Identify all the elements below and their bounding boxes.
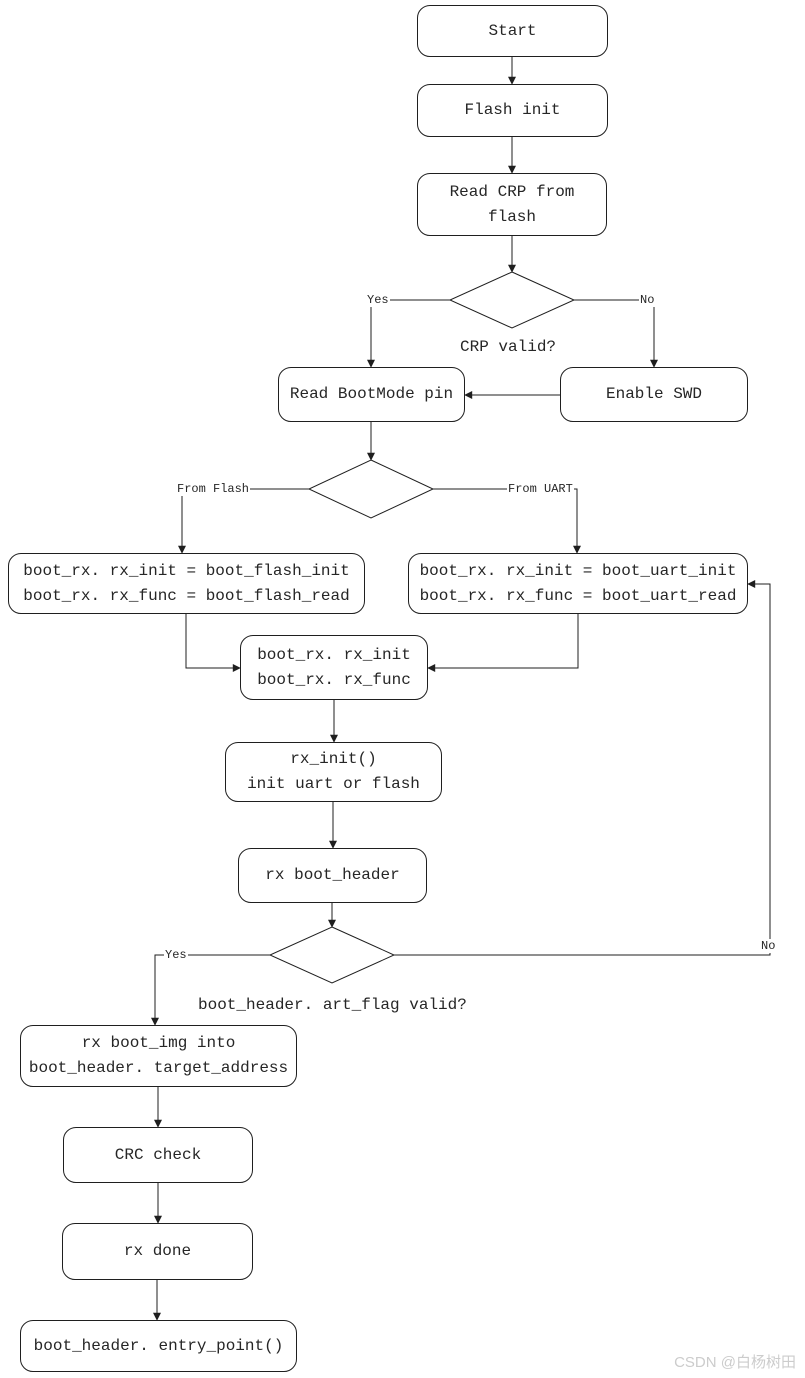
- node-set-uart-handlers-line1: boot_rx. rx_init = boot_uart_init: [419, 561, 737, 580]
- node-read-crp: Read CRP from flash: [417, 173, 607, 236]
- node-rx-boot-header: rx boot_header: [238, 848, 427, 903]
- node-rx-init-line2: init uart or flash: [247, 775, 420, 793]
- edge-art-flag-yes-to-rx-boot-img: [151, 954, 270, 1026]
- node-rx-boot-img: rx boot_img into boot_header. target_add…: [20, 1025, 297, 1087]
- node-set-flash-handlers-line1: boot_rx. rx_init = boot_flash_init: [23, 561, 350, 580]
- node-read-crp-line2: flash: [487, 207, 536, 226]
- node-set-uart-handlers-line2: boot_rx. rx_func = boot_uart_read: [419, 586, 737, 605]
- node-read-crp-line1: Read CRP from: [449, 182, 575, 201]
- csdn-watermark: CSDN @白杨树田: [674, 1354, 796, 1371]
- node-boot-rx-line2: boot_rx. rx_func: [257, 670, 411, 689]
- node-crc-check-label: CRC check: [114, 1145, 202, 1164]
- node-enable-swd: Enable SWD: [560, 367, 748, 422]
- node-set-uart-handlers: boot_rx. rx_init = boot_uart_init boot_r…: [408, 553, 748, 614]
- bootmode-from-flash-label: From Flash: [176, 482, 251, 496]
- crp-valid-no-label: No: [639, 293, 656, 307]
- node-rx-done-label: rx done: [123, 1242, 192, 1261]
- crp-valid-yes-label: Yes: [366, 293, 390, 307]
- edge-flash-handlers-to-boot-rx: [185, 614, 241, 672]
- node-start: Start: [417, 5, 608, 57]
- node-rx-init-line1: rx_init(): [290, 750, 377, 769]
- edge-uart-handlers-to-boot-rx: [427, 614, 579, 672]
- node-rx-boot-header-label: rx boot_header: [265, 866, 400, 885]
- decision-crp-valid-diamond: [448, 271, 576, 329]
- decision-bootmode-diamond: [307, 459, 435, 519]
- node-enable-swd-label: Enable SWD: [605, 385, 702, 404]
- decision-art-flag-diamond: [268, 926, 396, 984]
- edge-crp-valid-yes-to-read-bootmode: [367, 299, 450, 368]
- edge-art-flag-no-loop-to-uart-handlers: [394, 580, 771, 956]
- crp-valid-question: CRP valid?: [460, 338, 557, 356]
- node-flash-init: Flash init: [417, 84, 608, 137]
- node-entry-point-label: boot_header. entry_point(): [33, 1336, 284, 1355]
- node-rx-done: rx done: [62, 1223, 253, 1280]
- node-start-label: Start: [488, 21, 537, 40]
- node-boot-rx-line1: boot_rx. rx_init: [257, 645, 411, 664]
- art-flag-question: boot_header. art_flag valid?: [198, 996, 467, 1014]
- node-crc-check: CRC check: [63, 1127, 253, 1183]
- node-rx-init: rx_init() init uart or flash: [225, 742, 442, 802]
- node-rx-boot-img-line2: boot_header. target_address: [28, 1059, 289, 1077]
- art-flag-yes-label: Yes: [164, 948, 188, 962]
- bootmode-from-uart-label: From UART: [507, 482, 574, 496]
- art-flag-no-label: No: [760, 939, 777, 953]
- edge-from-uart-branch: [433, 488, 581, 554]
- edge-crp-valid-no-to-enable-swd: [574, 299, 658, 368]
- node-boot-rx: boot_rx. rx_init boot_rx. rx_func: [240, 635, 428, 700]
- node-set-flash-handlers-line2: boot_rx. rx_func = boot_flash_read: [23, 586, 350, 605]
- node-read-bootmode-label: Read BootMode pin: [289, 385, 454, 404]
- node-flash-init-label: Flash init: [464, 101, 561, 120]
- edge-from-flash-branch: [178, 488, 309, 554]
- node-rx-boot-img-line1: rx boot_img into: [81, 1034, 236, 1053]
- node-read-bootmode: Read BootMode pin: [278, 367, 465, 422]
- node-set-flash-handlers: boot_rx. rx_init = boot_flash_init boot_…: [8, 553, 365, 614]
- node-entry-point: boot_header. entry_point(): [20, 1320, 297, 1372]
